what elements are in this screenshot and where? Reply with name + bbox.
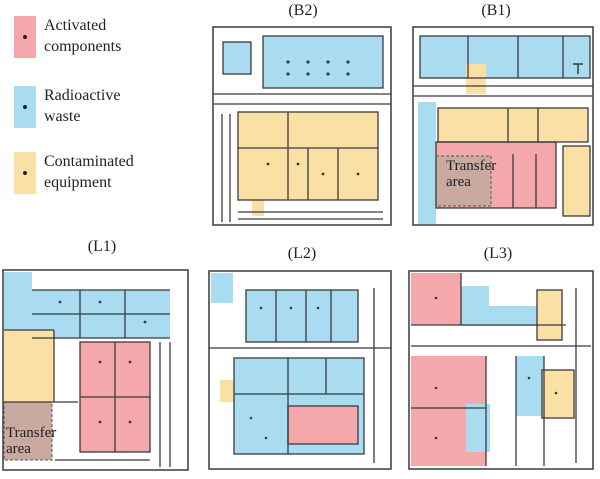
floor-plan-b2 [208, 24, 398, 229]
zone-radioactive [4, 272, 32, 330]
zone-radioactive [489, 306, 537, 326]
zone-contaminated [220, 380, 234, 402]
zone-radioactive [516, 356, 544, 416]
zone-contaminated [466, 64, 486, 94]
zone-radioactive [461, 286, 489, 326]
zone-radioactive [211, 273, 233, 303]
legend-swatch-contaminated [14, 152, 36, 194]
zone-radioactive [263, 36, 383, 88]
legend-swatch-radioactive [14, 86, 36, 128]
zone-radioactive [418, 102, 436, 224]
transfer-area [3, 401, 53, 461]
zone-radioactive [223, 42, 251, 74]
plan-title-b2: (B2) [288, 2, 318, 19]
floor-plan-l3 [406, 268, 598, 473]
zone-contaminated [563, 146, 590, 216]
zone-radioactive [420, 36, 590, 78]
transfer-area [435, 155, 492, 207]
plan-title-l3: (L3) [483, 245, 513, 262]
zone-contaminated [537, 290, 562, 340]
plan-title-b1: (B1) [481, 2, 511, 19]
plan-title-l2: (L2) [287, 245, 317, 262]
zone-contaminated [252, 200, 264, 216]
floor-plan-l2 [206, 268, 398, 473]
zone-contaminated [438, 108, 588, 142]
legend-swatch-activated [14, 16, 36, 58]
zone-radioactive [246, 290, 358, 342]
zone-contaminated [542, 370, 574, 418]
plan-title-l1: (L1) [87, 238, 117, 255]
zone-contaminated [4, 330, 54, 402]
zone-activated [288, 406, 358, 444]
